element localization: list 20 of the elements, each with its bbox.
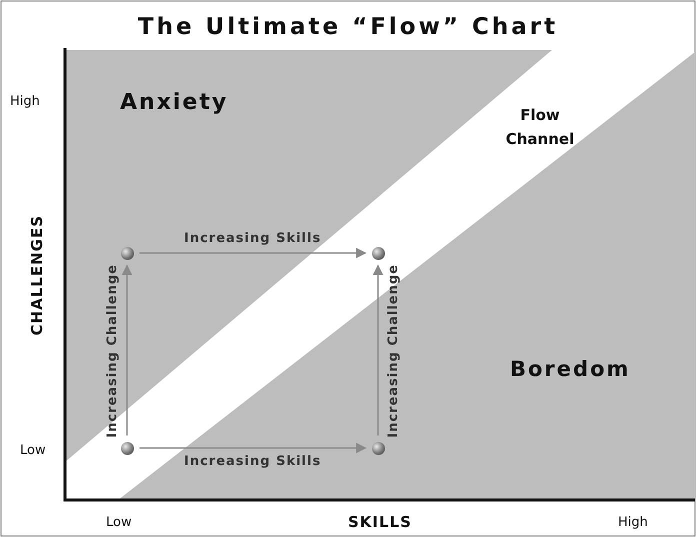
axis-tick-label: High [10, 94, 40, 109]
ball-marker [372, 246, 384, 260]
axis-title: CHALLENGES [28, 215, 46, 336]
region-label: Anxiety [120, 90, 228, 115]
arrow [140, 248, 367, 258]
edge-label: Increasing Challenge [105, 264, 120, 438]
arrow [140, 442, 367, 454]
edge-label: Increasing Skills [184, 231, 322, 246]
edge-label: Increasing Skills [184, 454, 322, 469]
edge-label: Increasing Challenge [386, 264, 401, 438]
ball-marker [120, 442, 134, 454]
region-label: Boredom [510, 357, 630, 381]
arrow [372, 264, 384, 436]
chart-title: The Ultimate “Flow” Chart [136, 14, 560, 40]
region-label: Flow Channel [504, 105, 576, 150]
axis-title: SKILLS [348, 513, 412, 531]
axis-tick-label: High [618, 515, 648, 530]
arrow [122, 264, 132, 436]
axis-tick-label: Low [20, 443, 46, 458]
axis-tick-label: Low [106, 515, 132, 530]
